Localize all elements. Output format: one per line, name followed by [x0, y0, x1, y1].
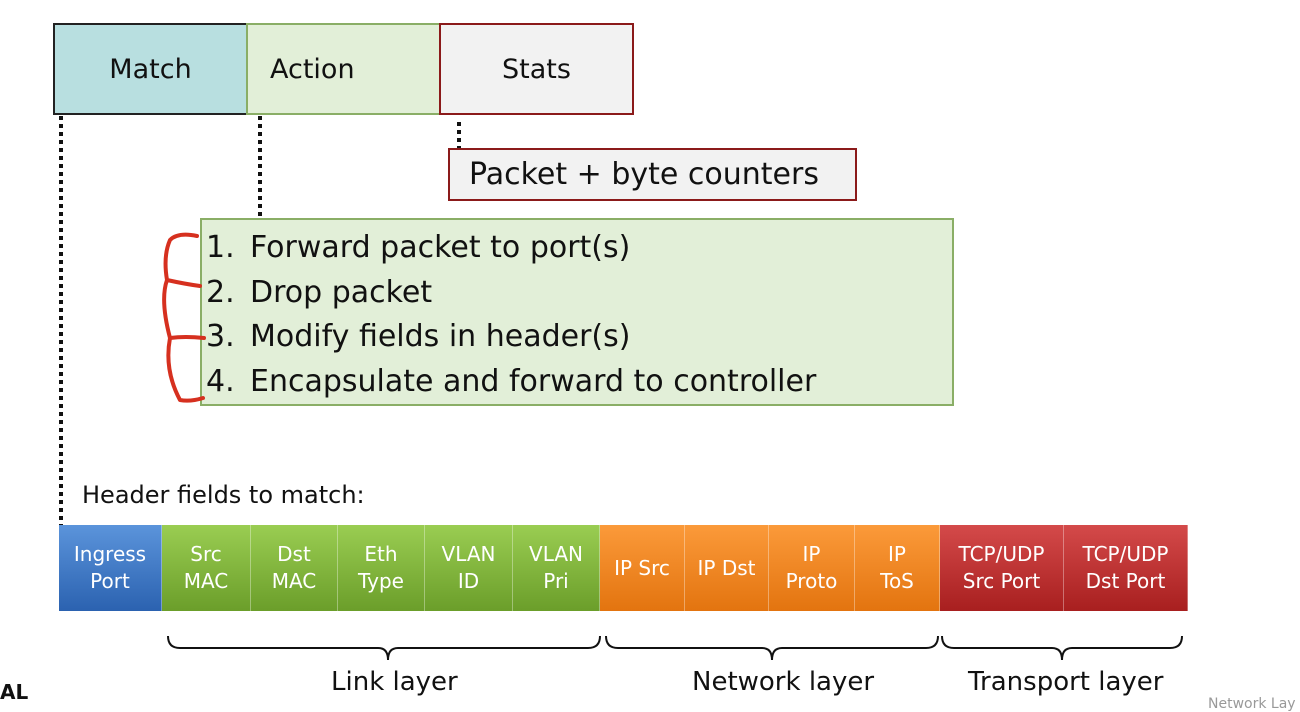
field-src-mac: Src MAC	[162, 525, 251, 611]
action-text: Forward packet to port(s)	[250, 230, 631, 265]
action-item: 2. Drop packet	[206, 271, 952, 316]
network-layer-label: Network layer	[692, 667, 875, 697]
stats-counters-label: Packet + byte counters	[469, 157, 819, 192]
field-dst-mac: Dst MAC	[251, 525, 338, 611]
action-number: 1.	[206, 230, 235, 265]
match-header-label: Match	[109, 53, 192, 85]
footer-text: Network Lay	[1208, 696, 1296, 712]
action-number: 2.	[206, 274, 235, 310]
action-header: Action	[246, 23, 441, 115]
match-header: Match	[53, 23, 248, 115]
action-number: 4.	[206, 363, 235, 399]
field-ip-proto: IP Proto	[769, 525, 855, 611]
actions-list: 1. Forward packet to port(s) 2. Drop packe…	[206, 226, 952, 404]
transport-layer-label: Transport layer	[968, 667, 1164, 697]
field-ip-src: IP Src	[600, 525, 685, 611]
stats-header-label: Stats	[502, 53, 571, 85]
stats-counters-box: Packet + byte counters	[448, 148, 857, 201]
action-item: 3. Modify fields in header(s)	[206, 315, 952, 360]
action-text: Drop packet	[250, 274, 433, 310]
red-annotation-brace	[162, 232, 206, 403]
header-fields-strip: Ingress Port Src MAC Dst MAC Eth Type VL…	[59, 525, 1188, 611]
field-ingress-port: Ingress Port	[59, 525, 162, 611]
field-tcp-udp-dst-port: TCP/UDP Dst Port	[1064, 525, 1188, 611]
link-layer-brace	[167, 635, 601, 661]
actions-box: 1. Forward packet to port(s) 2. Drop packe…	[200, 218, 954, 406]
stats-header: Stats	[439, 23, 634, 115]
field-ip-tos: IP ToS	[855, 525, 940, 611]
action-text: Encapsulate and forward to controller	[250, 363, 817, 399]
field-vlan-id: VLAN ID	[425, 525, 513, 611]
network-layer-brace	[605, 635, 939, 661]
field-tcp-udp-src-port: TCP/UDP Src Port	[940, 525, 1064, 611]
field-ip-dst: IP Dst	[685, 525, 769, 611]
corner-logo-text: AL	[0, 680, 29, 704]
action-item: 1. Forward packet to port(s)	[206, 226, 952, 271]
field-eth-type: Eth Type	[338, 525, 425, 611]
header-fields-label: Header fields to match:	[82, 481, 365, 509]
link-layer-label: Link layer	[331, 667, 458, 697]
action-text: Modify fields in header(s)	[250, 319, 631, 354]
transport-layer-brace	[941, 635, 1183, 661]
action-item: 4. Encapsulate and forward to controller	[206, 360, 952, 405]
action-number: 3.	[206, 319, 235, 354]
action-header-label: Action	[270, 53, 355, 85]
field-vlan-pri: VLAN Pri	[513, 525, 600, 611]
